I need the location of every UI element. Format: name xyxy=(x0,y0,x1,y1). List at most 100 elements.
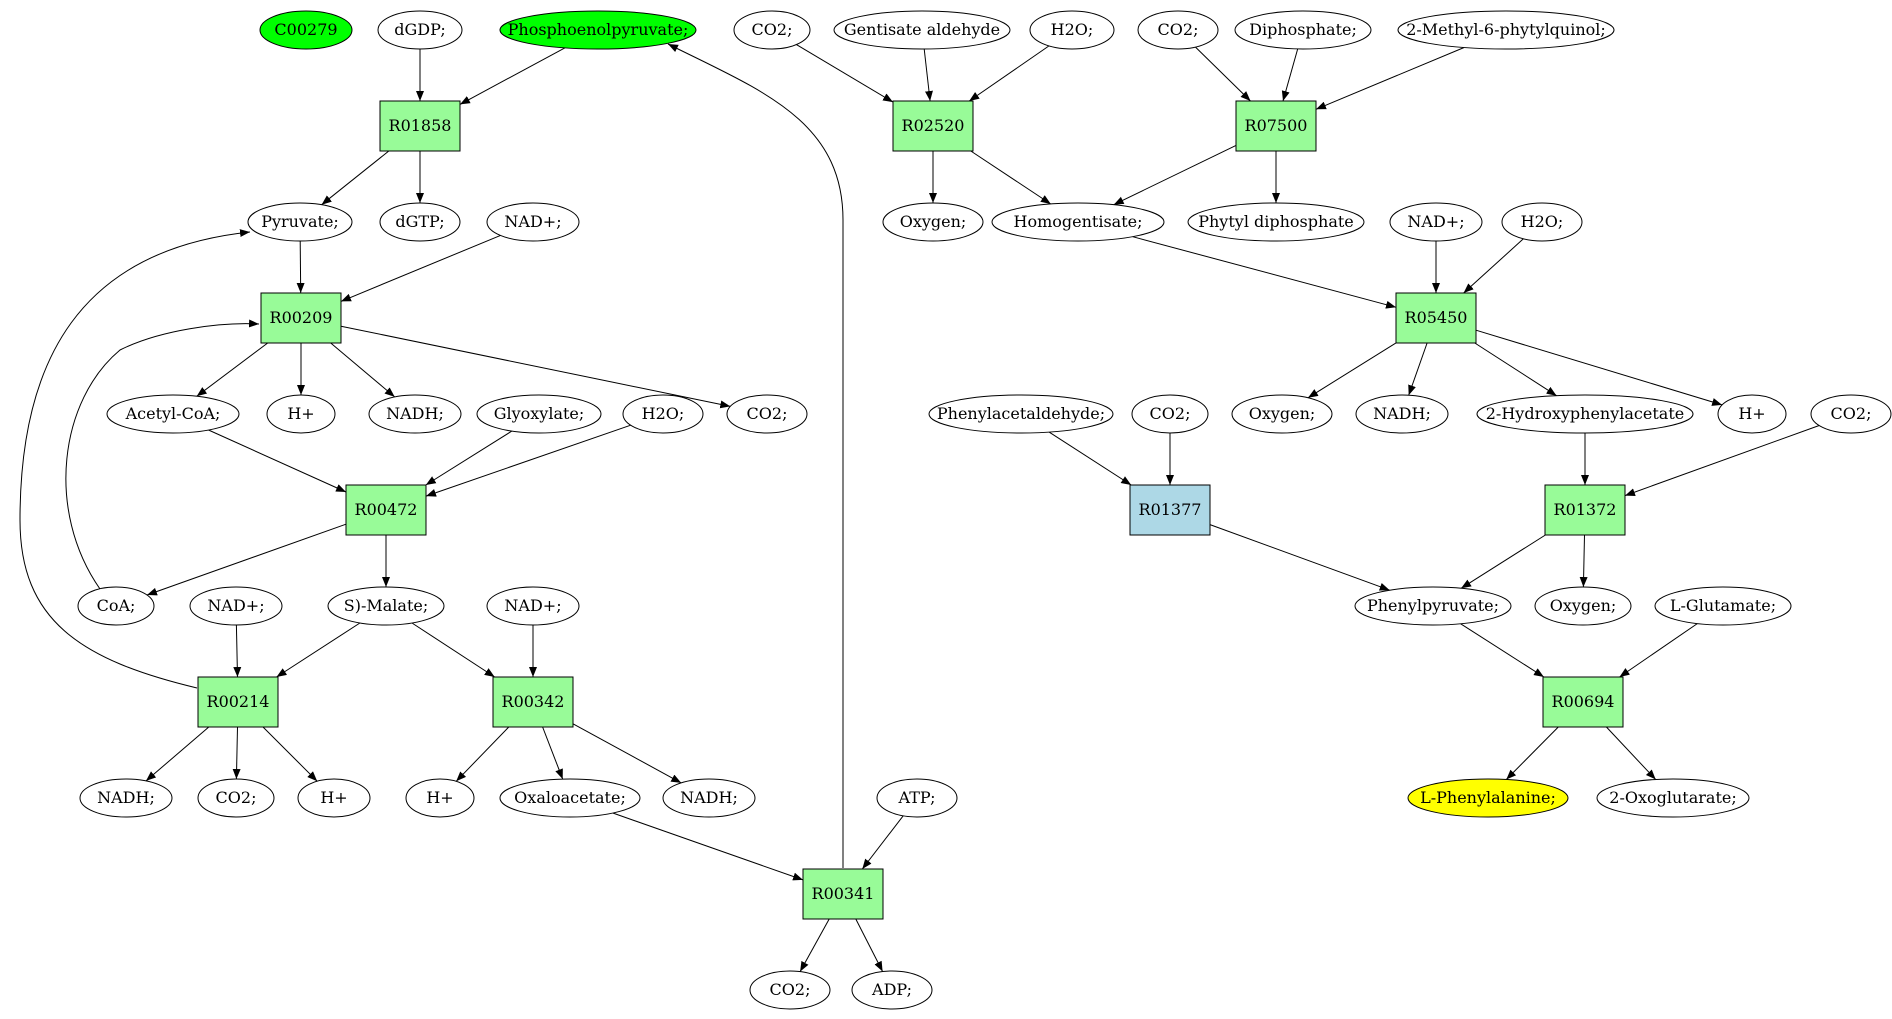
edge-r_r00472-to-c_coa xyxy=(146,523,347,596)
compound-ellipse xyxy=(1654,586,1792,626)
compound-node-c_nadh3[interactable]: NADH; xyxy=(662,778,756,818)
compound-node-c_h4[interactable]: H+ xyxy=(1717,394,1787,434)
compound-node-c_hpa[interactable]: 2-Hydroxyphenylacetate xyxy=(1476,394,1694,434)
compound-node-c_gentisate[interactable]: Gentisate aldehyde xyxy=(833,10,1011,50)
compound-label: NADH; xyxy=(1373,404,1431,423)
edge-r_r00209-to-c_co2_1 xyxy=(340,325,731,409)
nodes-layer: C00279 dGDP; Phosphoenolpyruvate; R01858Pyr… xyxy=(77,10,1892,1010)
reaction-node-r_r02520[interactable]: R02520 xyxy=(892,100,974,152)
compound-node-c_h2o3[interactable]: H2O; xyxy=(1501,202,1583,242)
compound-label: CO2; xyxy=(1158,20,1199,39)
compound-node-c_co2_1[interactable]: CO2; xyxy=(726,394,808,434)
compound-node-c_nad3[interactable]: NAD+; xyxy=(486,586,580,626)
compound-node-c_nad2[interactable]: NAD+; xyxy=(189,586,283,626)
compound-node-c_nadh4[interactable]: NADH; xyxy=(1355,394,1449,434)
reaction-label: R00342 xyxy=(502,692,565,711)
compound-node-c_nad4[interactable]: NAD+; xyxy=(1389,202,1483,242)
edge-c_malate-to-r_r00214 xyxy=(276,622,361,678)
compound-node-c_h1[interactable]: H+ xyxy=(266,394,336,434)
compound-node-c_co2_3[interactable]: CO2; xyxy=(749,970,831,1010)
reaction-node-r_r07500[interactable]: R07500 xyxy=(1235,100,1317,152)
compound-ellipse xyxy=(1231,394,1333,434)
edge-r_r01372-to-c_phenylpyruvate xyxy=(1460,534,1546,589)
compound-node-c_oxygen1[interactable]: Oxygen; xyxy=(882,202,984,242)
compound-node-c_adp[interactable]: ADP; xyxy=(851,970,933,1010)
compound-node-c_phenylpyruvate[interactable]: Phenylpyruvate; xyxy=(1354,586,1512,626)
compound-node-c_oxygen3[interactable]: Oxygen; xyxy=(1534,586,1632,626)
reaction-label: R05450 xyxy=(1405,308,1468,327)
compound-ellipse xyxy=(476,394,602,434)
compound-node-c_nadh1[interactable]: NADH; xyxy=(368,394,462,434)
compound-ellipse xyxy=(189,586,283,626)
compound-node-c_glyoxylate[interactable]: Glyoxylate; xyxy=(476,394,602,434)
compound-label: CoA; xyxy=(97,596,136,615)
reaction-box xyxy=(197,676,279,728)
edge-r_r00342-to-c_oxaloacetate xyxy=(542,726,564,780)
reaction-label: R00694 xyxy=(1552,692,1615,711)
compound-label: 2-Methyl-6-phytylquinol; xyxy=(1406,20,1606,39)
reaction-node-r_r00472[interactable]: R00472 xyxy=(345,484,427,536)
compound-node-c_co2_5[interactable]: CO2; xyxy=(1137,10,1219,50)
compound-node-c_dgdp[interactable]: dGDP; xyxy=(377,10,463,50)
reaction-node-r_r01377[interactable]: R01377 xyxy=(1129,484,1211,536)
reaction-node-r_r05450[interactable]: R05450 xyxy=(1395,292,1477,344)
compound-node-c_diphosphate[interactable]: Diphosphate; xyxy=(1234,10,1372,50)
compound-node-c_homogentisate[interactable]: Homogentisate; xyxy=(991,202,1165,242)
reaction-node-r_r00694[interactable]: R00694 xyxy=(1542,676,1624,728)
reaction-label: R00472 xyxy=(355,500,418,519)
compound-label: CO2; xyxy=(1150,404,1191,423)
compound-node-c_dgtp[interactable]: dGTP; xyxy=(379,202,461,242)
edge-c_acetylcoa-to-r_r00472 xyxy=(208,429,347,493)
compound-node-c_pep[interactable]: Phosphoenolpyruvate; xyxy=(499,10,697,50)
compound-node-c_mpq[interactable]: 2-Methyl-6-phytylquinol; xyxy=(1397,10,1615,50)
compound-node-c_oxaloacetate[interactable]: Oxaloacetate; xyxy=(499,778,641,818)
compound-node-c_malate[interactable]: S)-Malate; xyxy=(327,586,445,626)
compound-label: S)-Malate; xyxy=(344,596,428,615)
reaction-node-r_r00209[interactable]: R00209 xyxy=(260,292,342,344)
compound-node-c_pyruvate[interactable]: Pyruvate; xyxy=(247,202,353,242)
compound-ellipse xyxy=(749,970,831,1010)
compound-label: NAD+; xyxy=(504,596,561,615)
compound-node-c_acetylcoa[interactable]: Acetyl-CoA; xyxy=(106,394,240,434)
compound-ellipse xyxy=(1131,394,1209,434)
reaction-node-r_r01372[interactable]: R01372 xyxy=(1544,484,1626,536)
reaction-node-r_r01858[interactable]: R01858 xyxy=(379,100,461,152)
compound-node-c_co2_4[interactable]: CO2; xyxy=(733,10,811,50)
compound-node-c_co2_7[interactable]: CO2; xyxy=(1810,394,1892,434)
compound-ellipse xyxy=(1476,394,1694,434)
edge-c_h2o2-to-r_r02520 xyxy=(968,45,1050,102)
compound-node-c_co2_6[interactable]: CO2; xyxy=(1131,394,1209,434)
compound-ellipse xyxy=(1501,202,1583,242)
edge-c_coa-to-r_r00209 xyxy=(65,319,260,590)
compound-node-c_h3[interactable]: H+ xyxy=(405,778,475,818)
compound-node-c_co2_2[interactable]: CO2; xyxy=(197,778,275,818)
reaction-node-r_r00341[interactable]: R00341 xyxy=(802,868,884,920)
compound-node-c_oxygen2[interactable]: Oxygen; xyxy=(1231,394,1333,434)
reaction-node-r_r00214[interactable]: R00214 xyxy=(197,676,279,728)
compound-label: Phenylpyruvate; xyxy=(1367,596,1499,615)
compound-label: NAD+; xyxy=(1407,212,1464,231)
edge-c_homogentisate-to-r_r05450 xyxy=(1132,236,1397,309)
compound-node-c_h2[interactable]: H+ xyxy=(297,778,371,818)
reaction-box xyxy=(1395,292,1477,344)
compound-label: Phosphoenolpyruvate; xyxy=(508,20,689,39)
compound-node-c_nad1[interactable]: NAD+; xyxy=(486,202,580,242)
compound-node-c_phenylacetaldehyde[interactable]: Phenylacetaldehyde; xyxy=(928,394,1114,434)
reaction-box xyxy=(892,100,974,152)
compound-node-c_nadh2[interactable]: NADH; xyxy=(79,778,173,818)
reaction-label: R00209 xyxy=(270,308,333,327)
compound-label: dGDP; xyxy=(394,20,445,39)
compound-node-c_phenylalanine[interactable]: L-Phenylalanine; xyxy=(1407,778,1569,818)
compound-node-c_phytyl[interactable]: Phytyl diphosphate xyxy=(1187,202,1365,242)
compound-ellipse xyxy=(662,778,756,818)
compound-node-c_h2o2[interactable]: H2O; xyxy=(1029,10,1115,50)
compound-node-c_glutamate[interactable]: L-Glutamate; xyxy=(1654,586,1792,626)
reaction-node-r_r00342[interactable]: R00342 xyxy=(492,676,574,728)
compound-node-c_h2o1[interactable]: H2O; xyxy=(622,394,704,434)
compound-node-c_coa[interactable]: CoA; xyxy=(77,586,155,626)
compound-label: CO2; xyxy=(747,404,788,423)
compound-node-c_oxoglutarate[interactable]: 2-Oxoglutarate; xyxy=(1596,778,1750,818)
compound-node-c_atp[interactable]: ATP; xyxy=(876,778,958,818)
compound-node-c_c00279[interactable]: C00279 xyxy=(259,10,353,50)
compound-label: H2O; xyxy=(642,404,685,423)
